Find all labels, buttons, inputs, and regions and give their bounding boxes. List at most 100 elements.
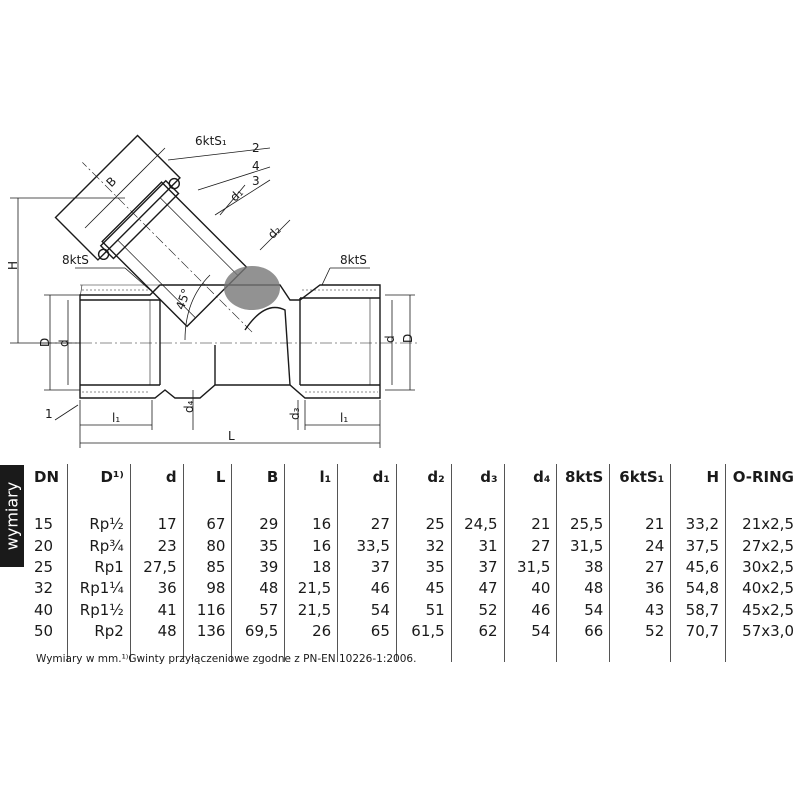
table-cell: 54,8	[670, 578, 726, 600]
table-cell: 17	[129, 514, 184, 536]
spacer-cell	[725, 642, 800, 663]
table-cell: 18	[284, 556, 338, 579]
table-cell: 98	[182, 578, 232, 600]
table-cell: 47	[450, 578, 505, 600]
spacer-cell	[450, 496, 505, 514]
drawing-labels: 6ktS₁ 2 4 3 B d₁ d₂ H 8ktS 8ktS D d 45° …	[6, 134, 415, 443]
table-cell: 21	[503, 514, 557, 536]
table-cell: 37	[337, 556, 397, 579]
table-cell: Rp¾	[66, 535, 131, 557]
table-cell: 85	[182, 556, 232, 579]
label-part-2: 2	[252, 141, 260, 155]
table-cell: 36	[129, 578, 184, 600]
table-cell: Rp1½	[66, 599, 131, 621]
spacer-cell	[556, 496, 610, 514]
strainer-cap	[54, 134, 253, 333]
spacer-cell	[503, 496, 557, 514]
label-B: B	[104, 174, 120, 190]
label-8ktS-right: 8ktS	[340, 253, 367, 267]
spacer-cell	[609, 496, 671, 514]
table-cell: 57	[231, 599, 285, 621]
table-cell: Rp1¼	[66, 578, 131, 600]
table-cell: 27	[337, 514, 397, 536]
label-l1-right: l₁	[340, 411, 348, 425]
spacer-cell	[395, 642, 452, 663]
table-cell: 27	[609, 556, 671, 579]
strainer-mesh	[224, 266, 280, 310]
table-cell: 38	[556, 556, 610, 579]
label-angle: 45°	[173, 287, 193, 312]
table-cell: 66	[556, 620, 610, 643]
label-d-left: d	[57, 339, 71, 347]
table-cell: 31	[450, 535, 505, 557]
table-cell: 27,5	[129, 556, 184, 579]
table-cell: 35	[231, 535, 285, 557]
table-cell: Rp1	[66, 556, 131, 579]
table-cell: 136	[182, 620, 232, 643]
table-cell: 25,5	[556, 514, 610, 536]
spacer-cell	[670, 496, 726, 514]
table-cell: 21,5	[284, 578, 338, 600]
table-cell: 24,5	[450, 514, 505, 536]
table-cell: 30x2,5	[725, 556, 800, 579]
footnote: Wymiary w mm.¹⁾Gwinty przyłączeniowe zgo…	[36, 653, 417, 665]
table-cell: 43	[609, 599, 671, 621]
label-L: L	[228, 429, 235, 443]
table-cell: 37	[450, 556, 505, 579]
table-spacer-row	[28, 642, 800, 663]
spacer-cell	[725, 496, 800, 514]
spacer-cell	[129, 642, 184, 663]
section-tab: wymiary	[0, 465, 24, 567]
spacer-cell	[231, 496, 285, 514]
table-cell: 29	[231, 514, 285, 536]
table-cell: 31,5	[556, 535, 610, 557]
table-cell: 32	[34, 579, 54, 598]
table-cell: 80	[182, 535, 232, 557]
label-d1: d₁	[227, 185, 246, 204]
table-cell: 25	[395, 514, 452, 536]
column-header: 6ktS₁	[609, 464, 671, 496]
table-cell: 50	[34, 622, 54, 641]
spacer-cell	[556, 642, 610, 663]
label-d-right: d	[383, 335, 397, 343]
table-cell: 21x2,5	[725, 514, 800, 536]
table-cell: 31,5	[503, 556, 557, 579]
table-cell: 40	[34, 600, 54, 619]
table-cell: 54	[556, 599, 610, 621]
table-cell: 35	[395, 556, 452, 579]
table-cell: 39	[231, 556, 285, 579]
spacer-cell	[503, 642, 557, 663]
table-cell: 41	[129, 599, 184, 621]
technical-drawing: 6ktS₁ 2 4 3 B d₁ d₂ H 8ktS 8ktS D d 45° …	[6, 134, 420, 448]
label-8ktS-left: 8ktS	[62, 253, 89, 267]
spacer-cell	[284, 642, 338, 663]
label-d2: d₂	[265, 223, 284, 242]
table-cell: 48	[129, 620, 184, 643]
column-header: d	[129, 464, 184, 496]
table-cell: 16	[284, 535, 338, 557]
column-header: d₂	[395, 464, 452, 496]
spacer-cell	[670, 642, 726, 663]
table-cell: 36	[609, 578, 671, 600]
section-tab-label: wymiary	[2, 481, 22, 551]
table-cell: 58,7	[670, 599, 726, 621]
table-cell: 27	[503, 535, 557, 557]
table-cell: 52	[609, 620, 671, 643]
table-cell: 116	[182, 599, 232, 621]
table-cell: 37,5	[670, 535, 726, 557]
column-header: DN	[34, 468, 60, 486]
spacer-cell	[66, 496, 131, 514]
spacer-cell	[66, 642, 131, 663]
table-cell: 57x3,0	[725, 620, 800, 643]
column-header: H	[670, 464, 726, 496]
table-cell: 32	[395, 535, 452, 557]
table-cell: 52	[450, 599, 505, 621]
table-cell: 45x2,5	[725, 599, 800, 621]
table-cell: 27x2,5	[725, 535, 800, 557]
column-header: d₃	[450, 464, 505, 496]
